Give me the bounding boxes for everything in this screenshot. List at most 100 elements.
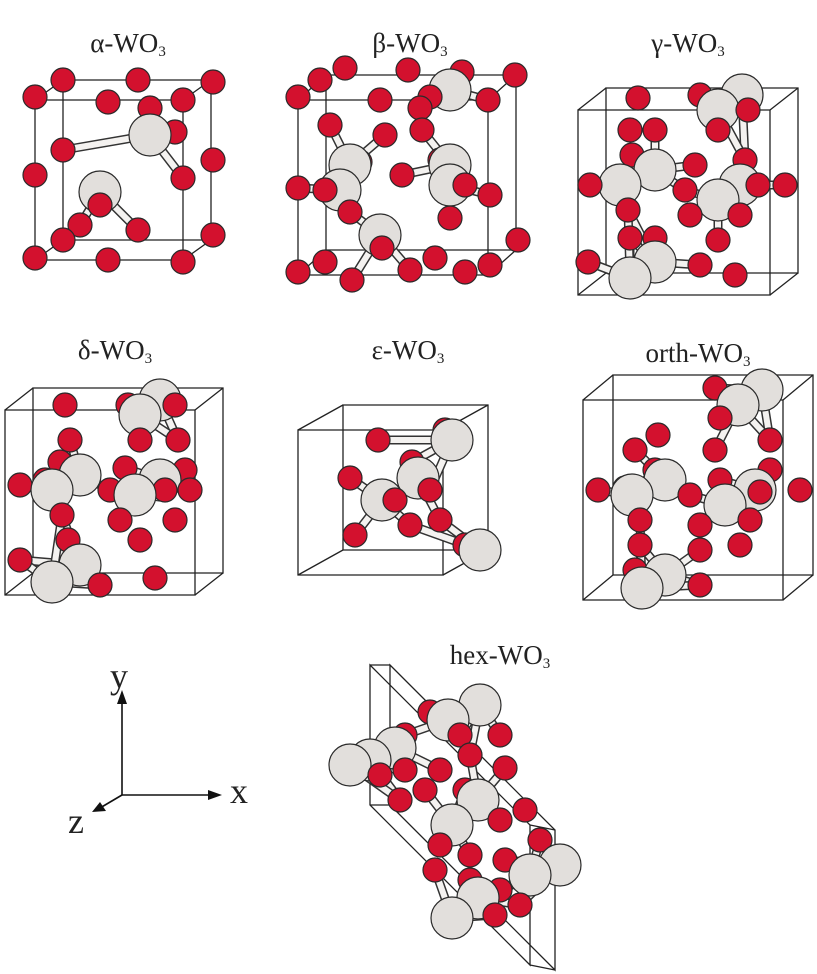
tungsten-atom: [703, 483, 747, 527]
oxygen-atom: [707, 405, 733, 431]
oxygen-atom: [427, 507, 453, 533]
oxygen-atom: [617, 117, 643, 143]
oxygen-atom: [745, 172, 771, 198]
oxygen-atom: [757, 427, 783, 453]
oxygen-atom: [722, 262, 748, 288]
unit-cell-edge: [782, 574, 814, 601]
oxygen-atom: [317, 112, 343, 138]
oxygen-atom: [677, 482, 703, 508]
unit-cell-edge: [529, 824, 556, 831]
oxygen-atom: [52, 392, 78, 418]
unit-cell-edge: [769, 272, 799, 296]
oxygen-atom: [367, 87, 393, 113]
oxygen-atom: [57, 427, 83, 453]
oxygen-atom: [615, 197, 641, 223]
axis-label-y: y: [110, 656, 128, 696]
oxygen-atom: [339, 267, 365, 293]
oxygen-atom: [737, 507, 763, 533]
oxygen-atom: [165, 427, 191, 453]
oxygen-atom: [170, 165, 196, 191]
unit-cell-edge: [194, 387, 224, 411]
panel-gamma-wo3: [575, 73, 799, 300]
oxygen-atom: [337, 465, 363, 491]
oxygen-atom: [705, 227, 731, 253]
oxygen-atom: [369, 235, 395, 261]
oxygen-atom: [687, 252, 713, 278]
oxygen-atom: [627, 507, 653, 533]
unit-cell-edge: [4, 387, 34, 411]
oxygen-atom: [452, 259, 478, 285]
oxygen-atom: [307, 67, 333, 93]
oxygen-atom: [365, 427, 391, 453]
oxygen-atom: [412, 777, 438, 803]
unit-cell-edge: [4, 572, 34, 596]
oxygen-atom: [170, 87, 196, 113]
unit-cell-edge: [297, 404, 344, 431]
oxygen-atom: [627, 532, 653, 558]
oxygen-atom: [622, 437, 648, 463]
oxygen-atom: [687, 512, 713, 538]
oxygen-atom: [457, 842, 483, 868]
oxygen-atom: [507, 892, 533, 918]
y-arrowhead-icon: [117, 690, 127, 704]
oxygen-atom: [337, 199, 363, 225]
oxygen-atom: [285, 175, 311, 201]
oxygen-atom: [22, 162, 48, 188]
oxygen-atom: [367, 762, 393, 788]
oxygen-atom: [422, 245, 448, 271]
oxygen-atom: [152, 477, 178, 503]
oxygen-atom: [457, 742, 483, 768]
oxygen-atom: [7, 547, 33, 573]
oxygen-atom: [577, 172, 603, 198]
coordinate-axes: [92, 690, 222, 812]
oxygen-atom: [512, 797, 538, 823]
oxygen-atom: [170, 249, 196, 275]
oxygen-atom: [477, 182, 503, 208]
oxygen-atom: [95, 247, 121, 273]
label-gamma-wo3: γ-WO3: [651, 28, 725, 60]
oxygen-atom: [312, 177, 338, 203]
oxygen-atom: [487, 722, 513, 748]
oxygen-atom: [87, 192, 113, 218]
oxygen-atom: [677, 202, 703, 228]
unit-cell-edge: [782, 374, 814, 401]
oxygen-atom: [50, 227, 76, 253]
oxygen-atom: [372, 122, 398, 148]
label-orth-wo3: orth-WO3: [645, 338, 751, 370]
oxygen-atom: [417, 477, 443, 503]
unit-cell-edge: [582, 374, 614, 401]
z-arrowhead-icon: [92, 802, 106, 812]
oxygen-atom: [437, 205, 463, 231]
oxygen-atom: [787, 477, 813, 503]
oxygen-atom: [87, 572, 113, 598]
oxygen-atom: [200, 147, 226, 173]
oxygen-atom: [382, 487, 408, 513]
oxygen-atom: [200, 222, 226, 248]
oxygen-atom: [7, 472, 33, 498]
tungsten-atom: [430, 896, 474, 940]
oxygen-atom: [177, 477, 203, 503]
panel-alpha-wo3: [22, 67, 226, 275]
z-axis-arrow: [99, 794, 123, 809]
oxygen-atom: [200, 69, 226, 95]
label-alpha-wo3: α-WO3: [90, 28, 166, 60]
panel-epsilon-wo3: [297, 404, 502, 576]
oxygen-atom: [617, 225, 643, 251]
label-hex-wo3: hex-WO3: [449, 640, 551, 672]
x-arrowhead-icon: [208, 790, 222, 800]
oxygen-atom: [687, 572, 713, 598]
label-epsilon-wo3: ε-WO3: [371, 335, 445, 367]
oxygen-atom: [127, 527, 153, 553]
oxygen-atom: [575, 249, 601, 275]
tungsten-atom: [30, 560, 74, 604]
oxygen-atom: [727, 532, 753, 558]
unit-cell-edge: [769, 87, 799, 111]
oxygen-atom: [527, 827, 553, 853]
unit-cell-edge: [582, 574, 614, 601]
oxygen-atom: [127, 427, 153, 453]
oxygen-atom: [332, 55, 358, 81]
tungsten-atom: [620, 566, 664, 610]
oxygen-atom: [645, 422, 671, 448]
tungsten-atom: [113, 473, 157, 517]
